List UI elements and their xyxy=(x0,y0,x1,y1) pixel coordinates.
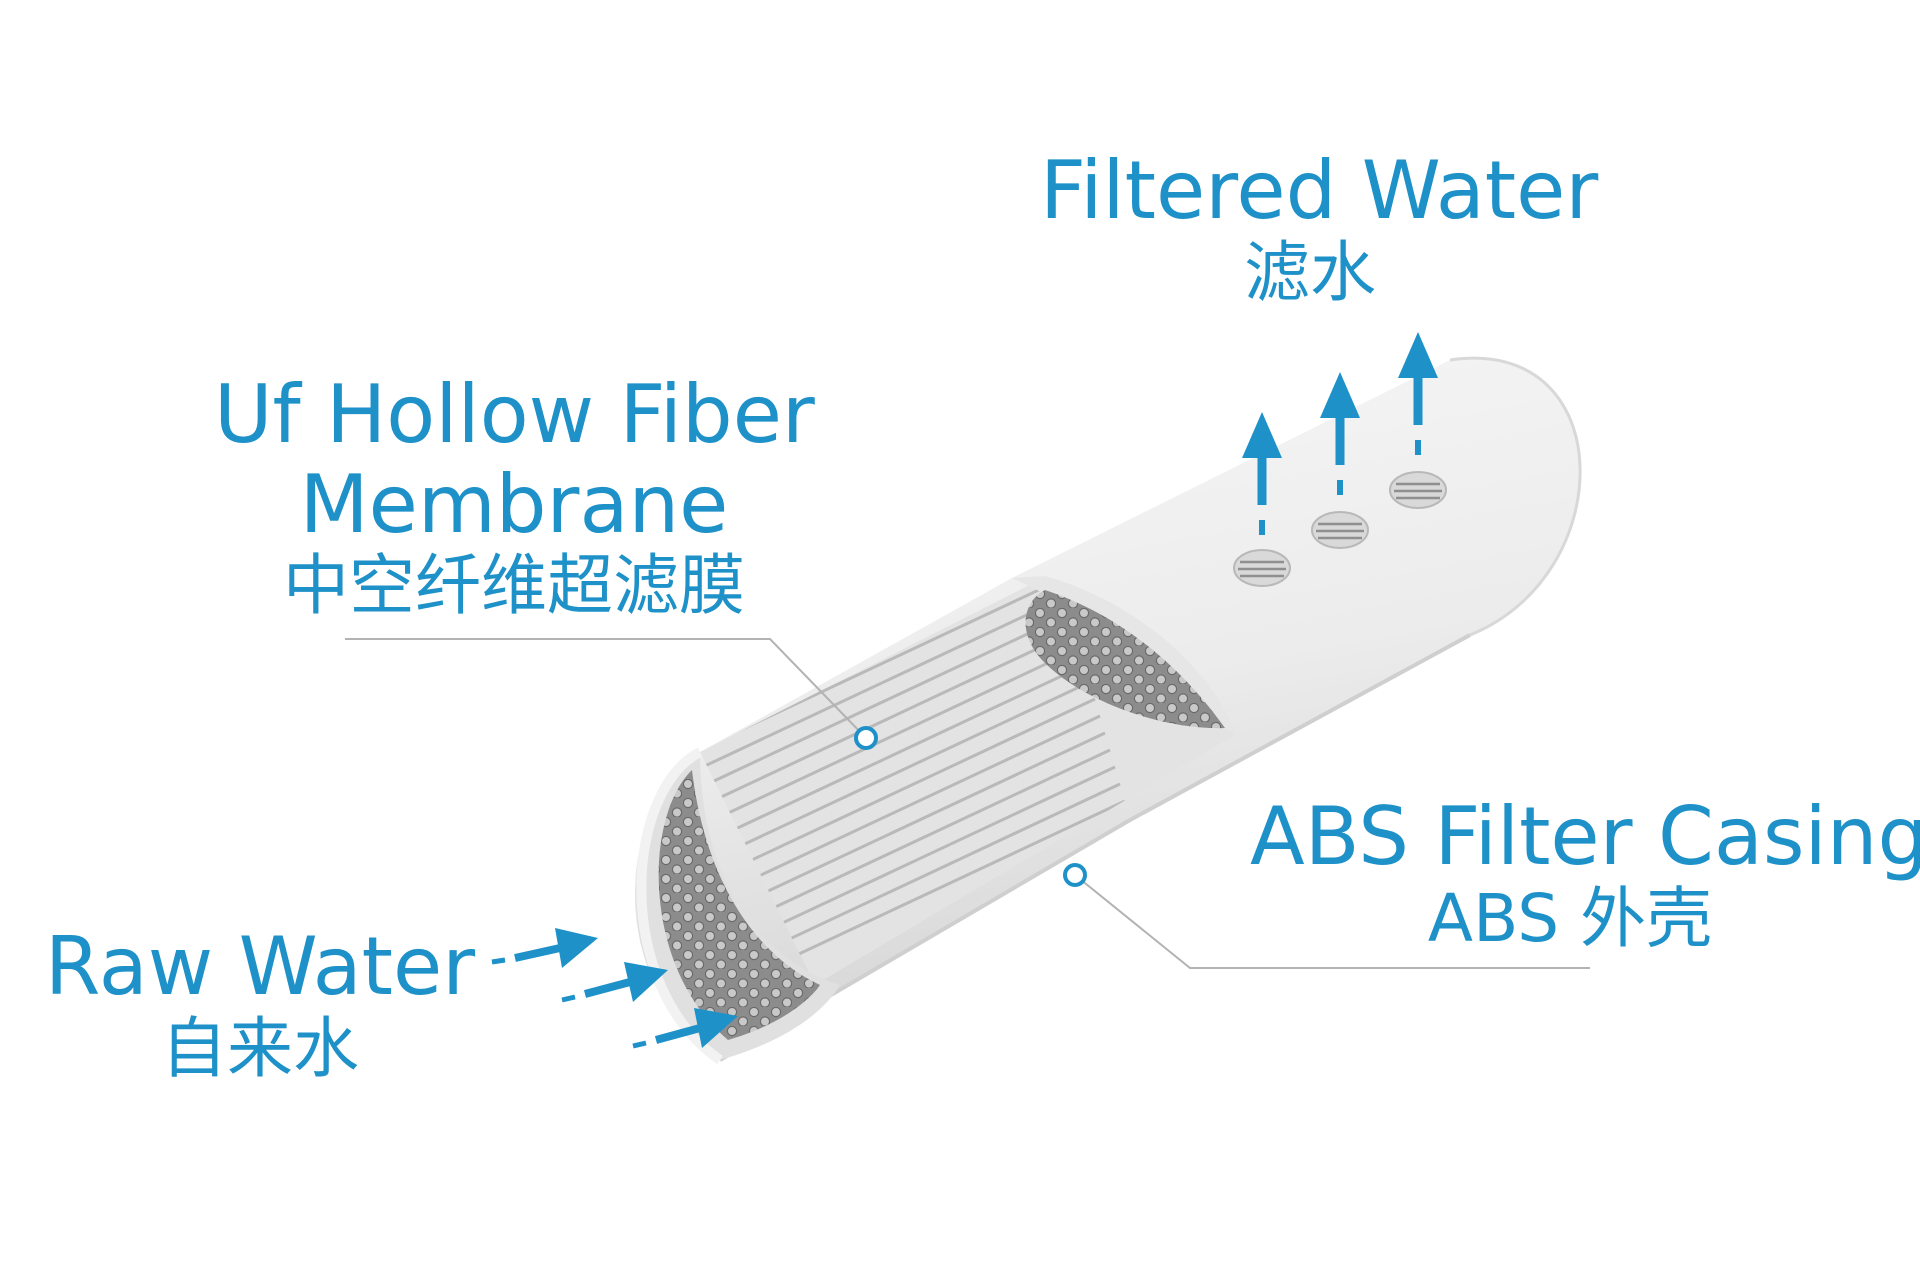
label-raw-water: Raw Water 自来水 xyxy=(40,922,480,1086)
arrow-right-icon xyxy=(491,928,598,968)
arrow-right-icon xyxy=(561,962,668,1003)
label-filtered-water: Filtered Water 滤水 xyxy=(1040,144,1599,311)
front-fiber-bundle xyxy=(636,747,840,1065)
outlet-holes xyxy=(1233,471,1447,587)
arrow-right-icon xyxy=(632,1008,738,1049)
arrow-up-icon xyxy=(1242,412,1282,535)
circle-marker-icon xyxy=(854,726,878,750)
abs-casing-en: ABS Filter Casing xyxy=(1250,790,1920,883)
label-abs-casing: ABS Filter Casing ABS 外壳 xyxy=(1250,790,1920,957)
inner-cut-face xyxy=(1012,576,1238,735)
arrow-up-icon xyxy=(1320,372,1360,495)
label-uf-membrane: Uf Hollow Fiber Membrane 中空纤维超滤膜 xyxy=(214,368,815,625)
arrow-up-icon xyxy=(1398,332,1438,455)
raw-water-en: Raw Water xyxy=(44,920,476,1013)
leader-line-casing xyxy=(1074,874,1590,969)
uf-membrane-en-line2: Membrane xyxy=(299,457,729,551)
leader-line-membrane xyxy=(345,638,867,739)
circle-marker-icon xyxy=(1063,863,1087,887)
raw-water-zh: 自来水 xyxy=(161,1009,359,1087)
filtered-water-zh: 滤水 xyxy=(1244,233,1376,311)
abs-casing-zh: ABS 外壳 xyxy=(1427,879,1713,957)
uf-membrane-en-line1: Uf Hollow Fiber xyxy=(214,368,815,461)
uf-membrane-zh: 中空纤维超滤膜 xyxy=(283,547,745,625)
filtered-water-en: Filtered Water xyxy=(1040,144,1599,237)
